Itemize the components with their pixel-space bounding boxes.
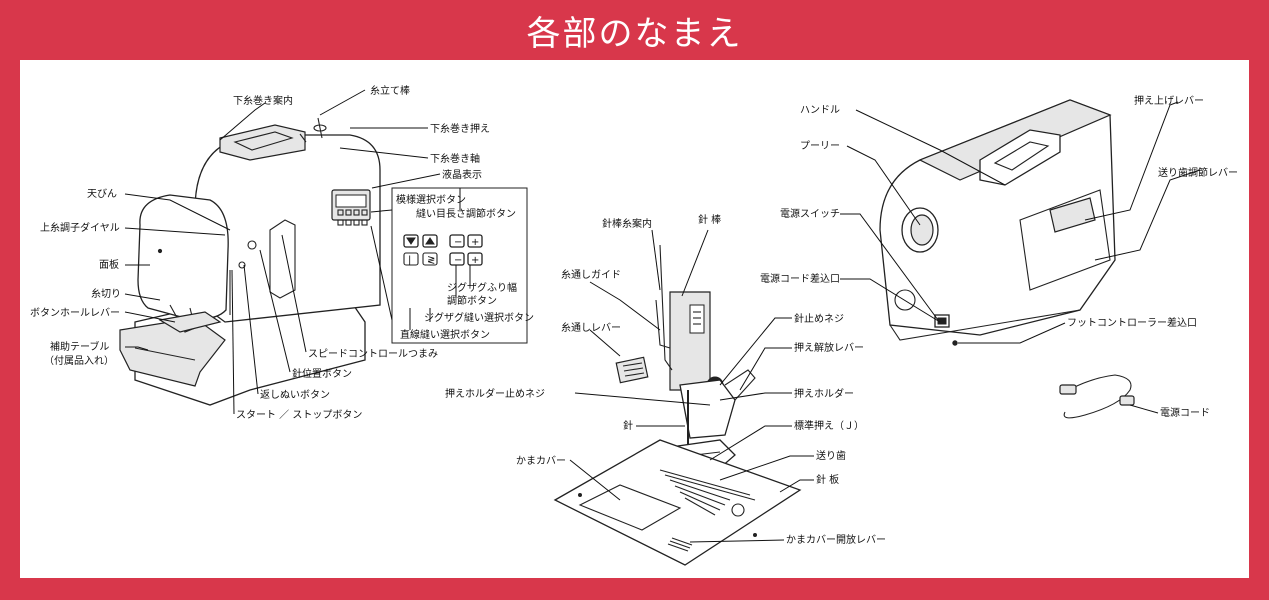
diagram-panel: − + | ≷ − + — [20, 60, 1249, 578]
label-zigzag-width-2: 調節ボタン — [447, 294, 497, 307]
zigzag-stitch-icon: ≷ — [427, 255, 435, 266]
sewing-machine-diagram: − + | ≷ − + — [30, 84, 1238, 566]
label-spool-pin: 糸立て棒 — [370, 84, 410, 97]
label-needle-plate: 針 板 — [816, 473, 839, 486]
label-pulley: プーリー — [800, 140, 840, 152]
label-extension-table-1: 補助テーブル — [50, 340, 109, 353]
label-tension-dial: 上糸調子ダイヤル — [40, 221, 120, 234]
machine-rear-illustration — [879, 99, 1135, 419]
label-threader-guide: 糸通しガイド — [561, 269, 621, 281]
label-needle-clamp-screw: 針止めネジ — [794, 312, 844, 325]
label-power-switch: 電源スイッチ — [780, 207, 840, 220]
label-needle-bar: 針 棒 — [698, 213, 721, 226]
label-presser-release: 押え解放レバー — [794, 341, 864, 354]
label-power-cord: 電源コード — [1160, 406, 1210, 419]
label-extension-table-2: （付属品入れ） — [44, 354, 114, 367]
label-feed-dog-lever: 送り歯調節レバー — [1158, 166, 1238, 179]
label-thread-takeup: 天びん — [87, 188, 117, 200]
minus-icon: − — [454, 237, 462, 248]
label-reverse: 返しぬいボタン — [260, 389, 330, 401]
control-panel-inset: − + | ≷ − + — [370, 187, 528, 344]
hook-cover-release-grip — [667, 537, 693, 552]
label-stitch-length: 縫い目長さ調節ボタン — [416, 207, 516, 220]
center-leaders — [569, 229, 814, 543]
page-title: 各部のなまえ — [526, 14, 743, 54]
right-leaders — [840, 101, 1201, 414]
needle-plate-markings — [659, 469, 756, 516]
needle-area-illustration — [553, 244, 802, 566]
label-speed-control: スピードコントロールつまみ — [308, 348, 438, 360]
label-face-plate: 面板 — [99, 258, 119, 271]
straight-stitch-icon: | — [408, 255, 411, 266]
labels: 下糸巻き案内 糸立て棒 下糸巻き押え 下糸巻き軸 液晶表示 模様選択ボタン 縫い… — [30, 84, 1238, 546]
label-presser-lever: 押え上げレバー — [1134, 94, 1204, 107]
left-leaders — [124, 89, 471, 415]
label-needle: 針 — [623, 419, 633, 432]
label-buttonhole-lever: ボタンホールレバー — [30, 307, 120, 319]
label-standard-foot: 標準押え（Ｊ） — [794, 419, 864, 432]
label-thread-cutter: 糸切り — [91, 288, 121, 300]
label-zigzag-select: ジグザグ縫い選択ボタン — [424, 311, 534, 324]
minus-icon: − — [454, 255, 462, 266]
label-hook-cover-release: かまカバー開放レバー — [786, 533, 886, 546]
label-power-inlet: 電源コード差込口 — [760, 272, 840, 285]
label-threader-lever: 糸通しレバー — [561, 322, 621, 334]
label-handle: ハンドル — [800, 105, 840, 116]
label-lcd: 液晶表示 — [442, 168, 482, 181]
label-bobbin-guide: 下糸巻き案内 — [233, 94, 293, 107]
arrow-down-icon — [406, 237, 416, 245]
label-needle-position: 針位置ボタン — [292, 367, 352, 380]
plus-icon: + — [471, 255, 479, 266]
label-pattern-select: 模様選択ボタン — [396, 193, 466, 206]
label-foot-controller-jack: フットコントローラー差込口 — [1067, 316, 1197, 329]
label-needle-bar-guide: 針棒糸案内 — [602, 217, 652, 230]
arrow-up-icon — [425, 237, 435, 245]
label-holder-screw: 押えホルダー止めネジ — [445, 387, 545, 400]
label-hook-cover: かまカバー — [516, 455, 566, 467]
label-feed-dogs: 送り歯 — [816, 449, 846, 462]
machine-front-illustration — [119, 117, 381, 406]
label-bobbin-stopper: 下糸巻き押え — [430, 122, 490, 135]
label-zigzag-width-1: ジグザグふり幅 — [447, 281, 517, 294]
plus-icon: + — [471, 237, 479, 248]
label-start-stop: スタート ／ ストップボタン — [236, 409, 362, 421]
label-presser-holder: 押えホルダー — [794, 387, 854, 400]
label-bobbin-shaft: 下糸巻き軸 — [430, 152, 480, 165]
label-straight-select: 直線縫い選択ボタン — [400, 328, 490, 341]
